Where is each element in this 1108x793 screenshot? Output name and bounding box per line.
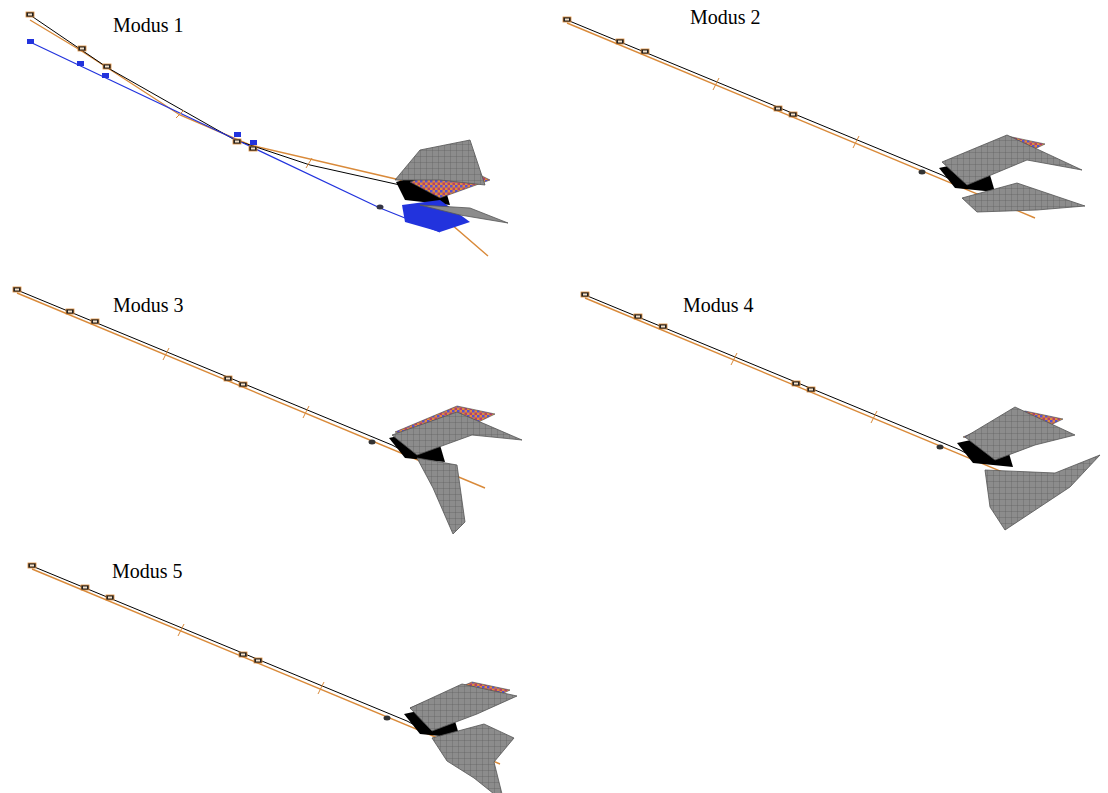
mode-label: Modus 4: [681, 294, 756, 317]
mode-1-shape: [26, 12, 508, 256]
mode-5-shape: [28, 563, 517, 793]
mode-label: Modus 3: [111, 294, 186, 317]
mode-label: Modus 1: [111, 14, 186, 37]
mode-label: Modus 2: [688, 6, 763, 29]
mode-3-shape: [13, 287, 522, 534]
mode-4-shape: [581, 292, 1100, 530]
mode-2-shape: [563, 17, 1085, 218]
mode-label: Modus 5: [110, 560, 185, 583]
